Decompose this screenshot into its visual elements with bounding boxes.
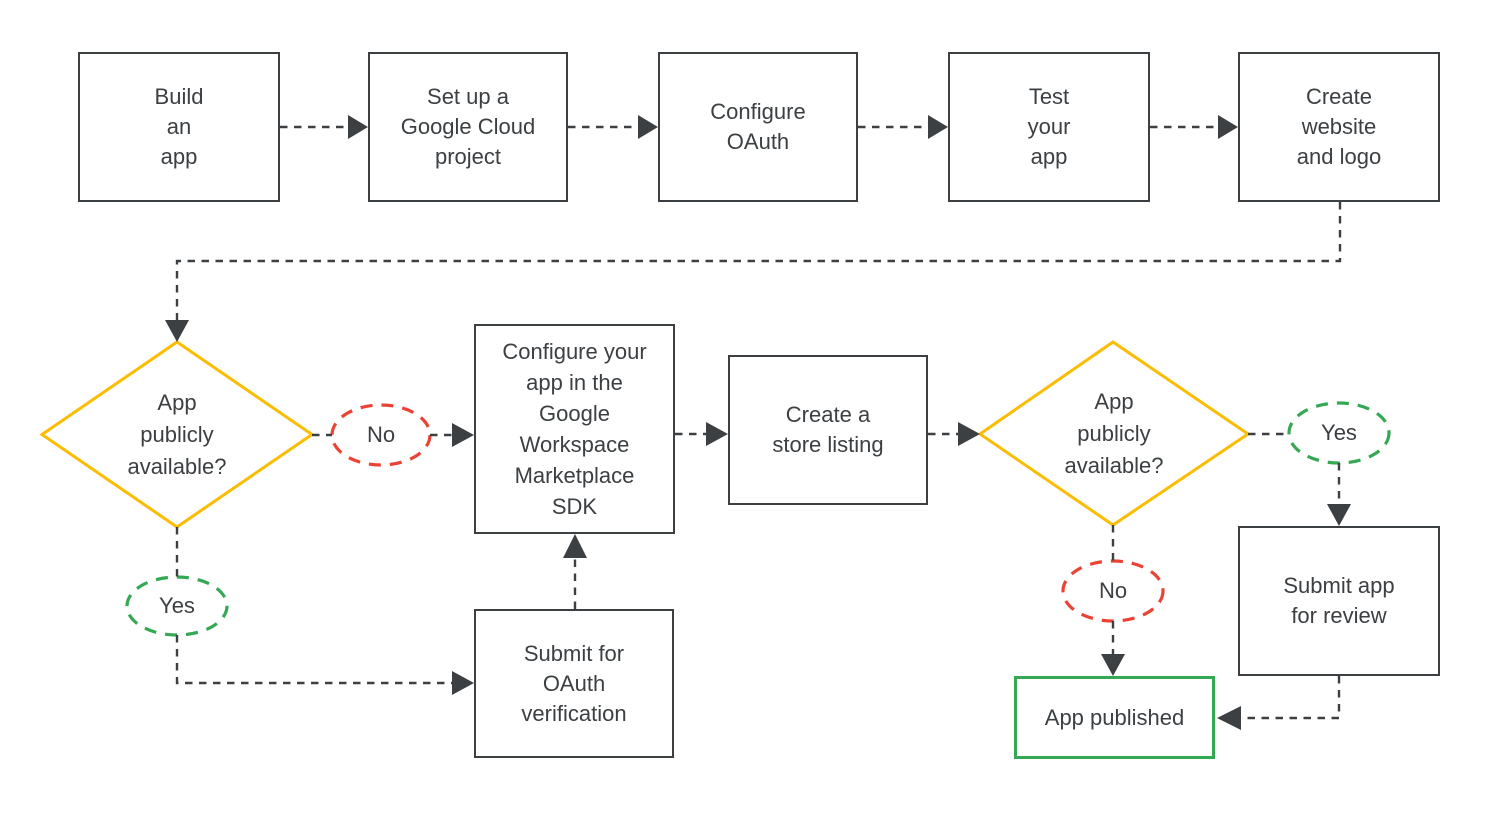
connector-website-to-decision1 (175, 202, 1342, 320)
arrowhead-into-decision2 (958, 422, 980, 446)
decision-2-label: App publicly available? (1064, 388, 1164, 478)
arrowhead-into-submitoauth (452, 671, 474, 695)
store-listing-label: Create a store listing (772, 402, 884, 457)
arrowhead-into-test (928, 115, 948, 139)
no-1-oval (330, 403, 432, 467)
arrowhead-into-published-right (1217, 706, 1241, 730)
connector-yes1-to-submitoauth (175, 635, 452, 685)
marketplace-sdk-label: Configure your app in the Google Workspa… (502, 339, 647, 519)
test-app-box: Test your app (948, 52, 1150, 202)
arrowhead-into-website (1218, 115, 1238, 139)
configure-oauth-box: Configure OAuth (658, 52, 858, 202)
cloud-project-label: Set up a Google Cloud project (400, 84, 536, 169)
website-logo-label: Create website and logo (1296, 84, 1382, 169)
arrowhead-into-decision1 (165, 320, 189, 342)
submit-review-label: Submit app for review (1283, 573, 1395, 628)
arrowhead-into-oauth (638, 115, 658, 139)
build-app-label: Build an app (154, 84, 204, 169)
marketplace-sdk-box: Configure your app in the Google Workspa… (474, 324, 675, 534)
arrowhead-into-review (1327, 504, 1351, 526)
arrowhead-into-sdk-bottom (563, 534, 587, 558)
no-2-oval (1061, 559, 1165, 623)
submit-oauth-label: Submit for OAuth verification (521, 640, 627, 726)
website-logo-box: Create website and logo (1238, 52, 1440, 202)
cloud-project-box: Set up a Google Cloud project (368, 52, 568, 202)
store-listing-box: Create a store listing (728, 355, 928, 505)
arrowhead-into-sdk-left (452, 423, 474, 447)
app-published-box: App published (1014, 676, 1215, 759)
app-published-label: App published (1044, 704, 1185, 730)
arrowhead-into-store (706, 422, 728, 446)
configure-oauth-label: Configure OAuth (710, 99, 806, 154)
submit-oauth-box: Submit for OAuth verification (474, 609, 674, 758)
connector-review-to-published (1241, 676, 1341, 720)
arrowhead-into-cloud (348, 115, 368, 139)
yes-2-oval (1287, 401, 1391, 465)
submit-review-box: Submit app for review (1238, 526, 1440, 676)
yes-1-oval (125, 575, 229, 637)
arrowhead-into-published-top (1101, 654, 1125, 676)
test-app-label: Test your app (1027, 84, 1071, 169)
decision-1-label: App publicly available? (127, 389, 227, 479)
build-app-box: Build an app (78, 52, 280, 202)
